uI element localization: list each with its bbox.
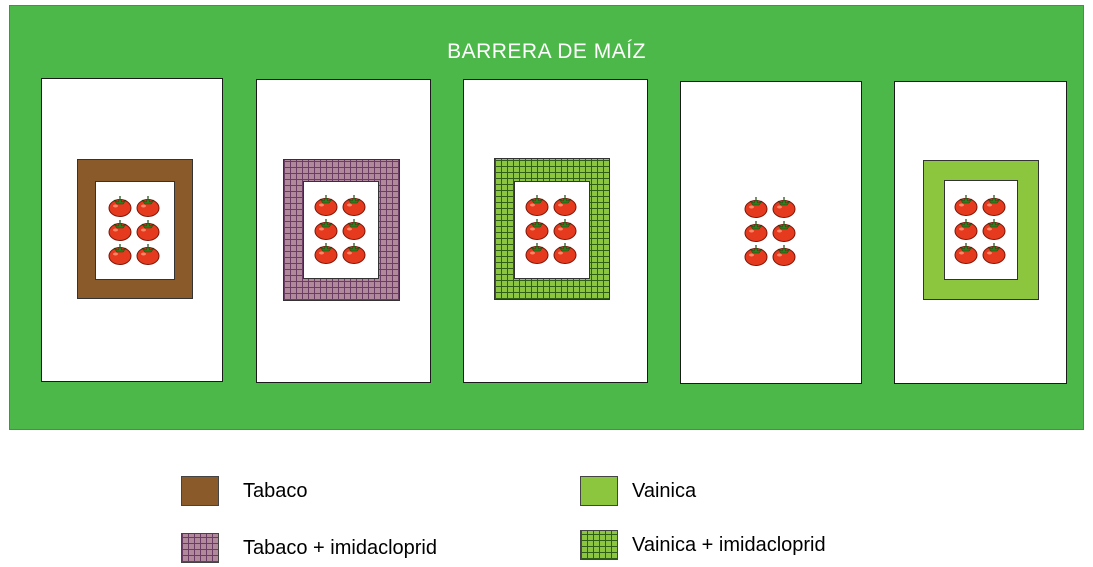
tomato-icon [136, 195, 162, 219]
tomato-icon [108, 243, 134, 267]
tomato-icon [772, 196, 798, 220]
legend-label-tabaco: Tabaco [243, 479, 308, 502]
tomato-icon [744, 244, 770, 268]
tomato-icon [954, 194, 980, 218]
tomato-plot-center [303, 181, 379, 279]
tomato-plot-center [731, 186, 811, 278]
tomato-icon [954, 242, 980, 266]
plot-2 [256, 79, 431, 383]
legend-item-tabaco: Tabaco [181, 476, 308, 506]
tomato-icon [136, 243, 162, 267]
plot-3 [463, 79, 648, 383]
tomato-icon [982, 194, 1008, 218]
tomato-group [108, 195, 162, 267]
diagram-title: BARRERA DE MAÍZ [447, 40, 646, 63]
tomato-icon [772, 220, 798, 244]
tomato-icon [525, 194, 551, 218]
legend-label-vainica: Vainica [632, 479, 697, 502]
tabaco-swatch [181, 476, 219, 506]
tomato-icon [108, 219, 134, 243]
legend-label-tabaco-imidacloprid: Tabaco + imidacloprid [243, 536, 437, 559]
tomato-icon [108, 195, 134, 219]
legend-label-vainica-imidacloprid: Vainica + imidacloprid [632, 533, 826, 556]
tomato-icon [553, 242, 579, 266]
tomato-group [525, 194, 579, 266]
tomato-icon [342, 242, 368, 266]
tomato-icon [744, 196, 770, 220]
tomato-icon [744, 220, 770, 244]
tomato-icon [954, 218, 980, 242]
plot-5 [894, 81, 1067, 384]
tomato-icon [982, 218, 1008, 242]
tomato-plot-center [944, 180, 1018, 280]
legend-item-vainica: Vainica [580, 476, 696, 506]
tomato-icon [553, 194, 579, 218]
tomato-icon [525, 242, 551, 266]
vainica-imidacloprid-swatch [580, 530, 618, 560]
tomato-icon [772, 244, 798, 268]
tomato-group [744, 196, 798, 268]
tomato-icon [525, 218, 551, 242]
legend-item-vainica-imidacloprid: Vainica + imidacloprid [580, 530, 826, 560]
tomato-icon [314, 194, 340, 218]
tomato-icon [553, 218, 579, 242]
tomato-plot-center [514, 181, 590, 279]
legend-item-tabaco-imidacloprid: Tabaco + imidacloprid [181, 533, 437, 563]
tomato-icon [314, 242, 340, 266]
tomato-plot-center [95, 181, 175, 280]
plot-4 [680, 81, 862, 384]
tomato-icon [342, 218, 368, 242]
tomato-icon [982, 242, 1008, 266]
tomato-icon [314, 218, 340, 242]
tomato-group [954, 194, 1008, 266]
vainica-swatch [580, 476, 618, 506]
plot-1 [41, 78, 223, 382]
tomato-icon [136, 219, 162, 243]
maize-barrier-field: BARRERA DE MAÍZ [9, 5, 1084, 430]
tomato-group [314, 194, 368, 266]
tabaco-imidacloprid-swatch [181, 533, 219, 563]
tomato-icon [342, 194, 368, 218]
